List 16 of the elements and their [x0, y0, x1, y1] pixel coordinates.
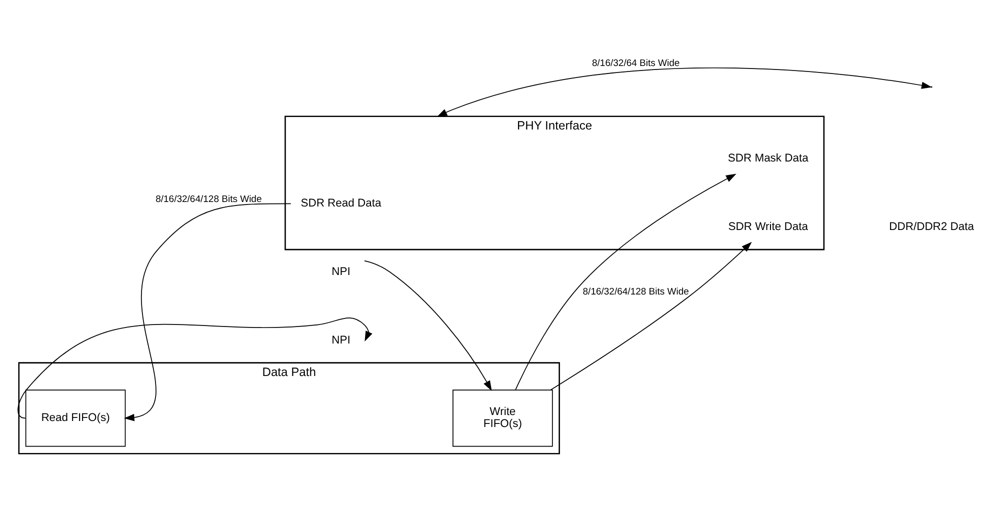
node-box: Write FIFO(s)	[452, 389, 553, 446]
arrow	[124, 202, 292, 421]
node-text: SDR Mask Data	[728, 152, 808, 164]
node-text: SDR Read Data	[300, 197, 382, 210]
arrow	[18, 317, 372, 418]
edge-label: 8/16/32/64/128 Bits Wide	[582, 286, 689, 297]
node-text: SDR Write Data	[728, 220, 808, 233]
label: DDR/DDR2 Data	[889, 220, 974, 233]
node-box: Read FIFO(s)	[25, 389, 126, 446]
edge-label: 8/16/32/64 Bits Wide	[592, 58, 680, 69]
edge-label: 8/16/32/64/128 Bits Wide	[156, 193, 262, 204]
arrow	[515, 173, 736, 390]
arrow	[364, 260, 492, 391]
arrow	[550, 241, 752, 390]
node-text: NPI	[332, 265, 350, 278]
node-text: NPI	[332, 334, 350, 346]
